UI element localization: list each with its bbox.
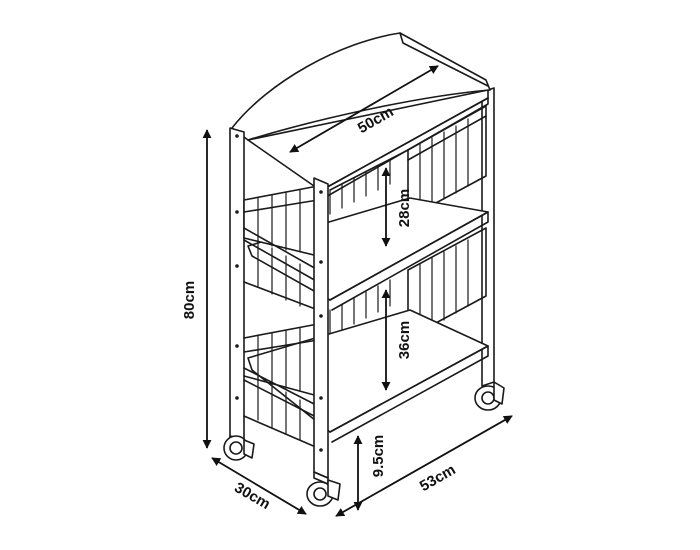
front-right-post	[313, 177, 329, 479]
upper-right-rail	[407, 105, 487, 219]
post-screws	[235, 134, 323, 452]
left-upper-rail	[243, 185, 319, 311]
dimension-arrows	[202, 65, 513, 517]
wheel-clearance-label: 9.5cm	[370, 435, 387, 478]
lower-gap-label: 36cm	[396, 321, 413, 359]
front-left-post	[229, 127, 245, 441]
depth-label: 30cm	[231, 479, 273, 513]
base-width-arrow	[335, 415, 513, 517]
bottom-shelf	[247, 309, 489, 433]
kitchen-trolley-drawing	[223, 32, 505, 507]
caster-back-right	[474, 381, 505, 411]
caster-front-left	[223, 435, 255, 461]
upper-back-rail	[329, 149, 409, 215]
caster-front-right	[306, 471, 341, 507]
total-height-label: 80cm	[181, 281, 198, 319]
lower-back-rail	[329, 279, 391, 337]
upper-gap-label: 28cm	[396, 189, 413, 227]
top-width-arrow	[289, 65, 439, 153]
depth-arrow	[211, 457, 307, 515]
back-right-post	[481, 87, 495, 387]
